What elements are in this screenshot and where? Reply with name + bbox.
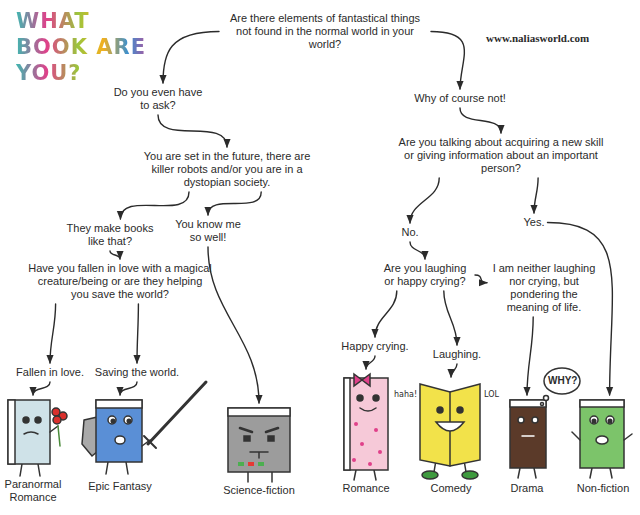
flow-arrow: [163, 32, 219, 84]
flow-arrow: [120, 382, 137, 395]
flow-arrow: [50, 304, 56, 363]
flow-arrow: [208, 192, 261, 215]
flow-text: Happy crying.: [341, 340, 408, 353]
flow-text: Are you laughing or happy crying?: [378, 262, 472, 288]
question-text: I am neither laughing nor crying, but po…: [490, 262, 598, 314]
flow-text: Yes.: [523, 216, 544, 229]
note-label: haha!: [394, 390, 417, 399]
flow-arrow: [527, 317, 533, 395]
flow-text: Saving the world.: [95, 366, 179, 379]
flow-text: Do you even have to ask?: [108, 86, 208, 112]
book-genre: Romance: [342, 482, 389, 495]
flow-arrow: [534, 178, 538, 213]
flow-arrow: [110, 251, 120, 259]
flow-arrow: [410, 242, 425, 259]
book-genre: Science-fiction: [223, 484, 295, 497]
flow-text: Have you fallen in love with a magical c…: [28, 262, 212, 301]
book-result: Romance: [332, 372, 400, 495]
flow-arrow: [137, 304, 138, 363]
book-result: Drama: [496, 398, 558, 495]
book-genre: Drama: [510, 482, 543, 495]
flow-arrow: [475, 275, 487, 283]
book-result: Non-fiction: [570, 398, 636, 495]
book-result: Epic Fantasy: [80, 398, 160, 493]
flow-arrow: [33, 382, 50, 395]
flow-text: Are you talking about acquiring a new sk…: [398, 136, 604, 175]
flow-text: They make books like that?: [58, 222, 162, 248]
question-text: Saving the world.: [90, 366, 184, 379]
question-text: Do you even have to ask?: [108, 86, 208, 112]
flow-text: I am neither laughing nor crying, but po…: [490, 262, 598, 314]
flow-text: Why of course not!: [414, 92, 506, 105]
flow-text: No.: [401, 226, 418, 239]
flow-arrow: [410, 178, 439, 223]
flow-arrow: [375, 291, 397, 337]
question-text: You are set in the future, there are kil…: [132, 150, 322, 189]
question-text: Yes.: [518, 216, 550, 229]
flow-arrow: [444, 291, 457, 345]
flow-arrow: [451, 364, 457, 377]
flow-arrow: [120, 192, 189, 219]
flow-text: You are set in the future, there are kil…: [132, 150, 322, 189]
flow-arrow: [208, 247, 259, 403]
note-label: LOL: [484, 390, 499, 399]
book-result: Paranormal Romance: [0, 398, 66, 504]
question-text: Are you talking about acquiring a new sk…: [398, 136, 604, 175]
question-text: Fallen in love.: [12, 366, 88, 379]
book-genre: Comedy: [431, 482, 472, 495]
question-text: Laughing.: [424, 348, 490, 361]
flow-text: Laughing.: [433, 348, 481, 361]
question-text: No.: [394, 226, 426, 239]
question-text: Are there elements of fantastical things…: [222, 12, 428, 51]
flow-text: You know me so well!: [168, 218, 248, 244]
question-text: You know me so well!: [168, 218, 248, 244]
book-genre: Paranormal Romance: [0, 478, 66, 504]
question-text: Have you fallen in love with a magical c…: [28, 262, 212, 301]
book-genre: Epic Fantasy: [88, 480, 152, 493]
note-label: www.naliasworld.com: [486, 32, 589, 44]
question-text: Are you laughing or happy crying?: [378, 262, 472, 288]
book-result: Comedy: [412, 380, 490, 495]
flow-arrow: [366, 356, 375, 369]
flow-arrow: [158, 115, 227, 147]
question-text: Why of course not!: [404, 92, 516, 105]
note-label: WHY?: [548, 375, 577, 386]
question-text: They make books like that?: [58, 222, 162, 248]
flow-text: Fallen in love.: [16, 366, 84, 379]
question-text: Happy crying.: [336, 340, 414, 353]
flow-arrow: [460, 108, 501, 133]
book-genre: Non-fiction: [577, 482, 630, 495]
flow-text: Are there elements of fantastical things…: [222, 12, 428, 51]
book-result: Science-fiction: [214, 406, 304, 497]
flow-arrow: [431, 32, 464, 90]
title-text: WHAT BOOK ARE YOU?: [16, 8, 156, 86]
